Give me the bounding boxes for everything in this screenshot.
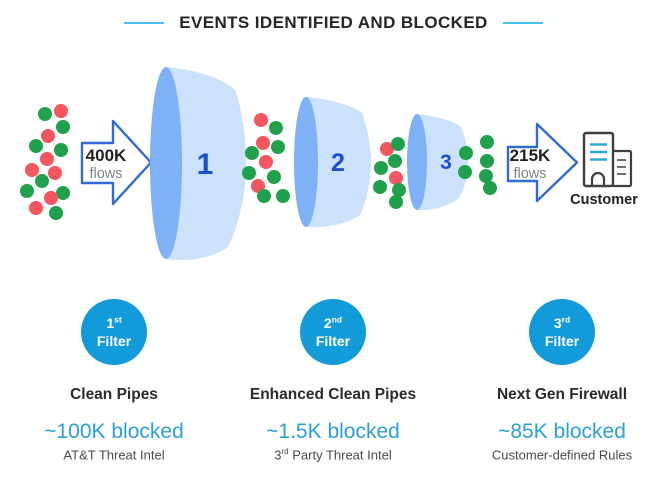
- green-traffic-dot: [20, 184, 34, 198]
- green-traffic-dot: [480, 154, 494, 168]
- green-traffic-dot: [373, 180, 387, 194]
- funnel-1: 1: [150, 67, 246, 260]
- dot-cluster-after-filter-1: [242, 113, 290, 203]
- red-traffic-dot: [54, 104, 68, 118]
- red-traffic-dot: [259, 155, 273, 169]
- green-traffic-dot: [271, 140, 285, 154]
- filter-2-blocked-count: ~1.5K blocked: [266, 420, 400, 443]
- filter-2-ordinal: 2nd: [323, 314, 343, 331]
- green-traffic-dot: [49, 206, 63, 220]
- filter-column-1: 1st Filter Clean Pipes ~100K blocked AT&…: [4, 299, 224, 462]
- funnel-2-mouth: [294, 97, 318, 227]
- filter-1-blocked-count: ~100K blocked: [44, 420, 184, 443]
- filter-1-ordinal: 1st: [106, 314, 122, 331]
- green-traffic-dot: [29, 139, 43, 153]
- funnel-3-mouth: [407, 114, 427, 210]
- output-arrow: 215K flows: [506, 122, 579, 203]
- input-arrow-unit: flows: [89, 166, 122, 182]
- filter-1-badge: 1st Filter: [81, 299, 147, 365]
- red-traffic-dot: [48, 166, 62, 180]
- input-arrow: 400K flows: [80, 119, 153, 206]
- filter-3-ordinal: 3rd: [553, 314, 571, 331]
- filter-column-3: 3rd Filter Next Gen Firewall ~85K blocke…: [452, 299, 667, 462]
- green-traffic-dot: [392, 183, 406, 197]
- input-arrow-value: 400K: [86, 146, 127, 165]
- funnel-2: 2: [294, 97, 371, 228]
- filter-2-badge-label: Filter: [315, 333, 351, 349]
- green-traffic-dot: [245, 146, 259, 160]
- green-traffic-dot: [257, 189, 271, 203]
- filter-3-blocked-count: ~85K blocked: [498, 420, 626, 443]
- green-traffic-dot: [459, 146, 473, 160]
- funnel-3-number: 3: [440, 151, 452, 174]
- red-traffic-dot: [389, 171, 403, 185]
- green-traffic-dot: [276, 189, 290, 203]
- page-title: EVENTS IDENTIFIED AND BLOCKED: [179, 13, 488, 32]
- green-traffic-dot: [54, 143, 68, 157]
- green-traffic-dot: [35, 174, 49, 188]
- red-traffic-dot: [256, 136, 270, 150]
- filter-column-2: 2nd Filter Enhanced Clean Pipes ~1.5K bl…: [223, 299, 443, 462]
- dot-cluster-after-filter-3: [458, 135, 497, 195]
- title-rule-left: [124, 22, 165, 24]
- filter-3-badge: 3rd Filter: [529, 299, 595, 365]
- output-arrow-shape: [506, 122, 579, 203]
- funnel-2-body: [306, 97, 371, 228]
- green-traffic-dot: [374, 161, 388, 175]
- red-traffic-dot: [380, 142, 394, 156]
- funnel-1-mouth: [150, 67, 182, 259]
- red-traffic-dot: [254, 113, 268, 127]
- input-arrow-shape: [80, 119, 153, 206]
- filter-1-name: Clean Pipes: [70, 386, 158, 403]
- green-traffic-dot: [56, 186, 70, 200]
- filter-3-source: Customer-defined Rules: [491, 447, 633, 463]
- green-traffic-dot: [458, 165, 472, 179]
- green-traffic-dot: [38, 107, 52, 121]
- funnel-3: 3: [407, 114, 468, 211]
- funnel-1-number: 1: [197, 148, 214, 181]
- green-traffic-dot: [391, 137, 405, 151]
- filter-3-name: Next Gen Firewall: [496, 386, 628, 403]
- funnel-2-number: 2: [331, 149, 345, 177]
- green-traffic-dot: [269, 121, 283, 135]
- filter-2-name: Enhanced Clean Pipes: [249, 386, 417, 403]
- green-traffic-dot: [267, 170, 281, 184]
- green-traffic-dot: [483, 181, 497, 195]
- filter-3-badge-label: Filter: [544, 333, 580, 349]
- dot-cluster-input-traffic: [20, 104, 70, 220]
- output-arrow-unit: flows: [513, 166, 546, 182]
- green-traffic-dot: [480, 135, 494, 149]
- green-traffic-dot: [389, 195, 403, 209]
- filter-1-badge-label: Filter: [96, 333, 132, 349]
- flow-diagram: 400K flows 215K flows 1 2 3: [20, 67, 638, 260]
- red-traffic-dot: [29, 201, 43, 215]
- green-traffic-dot: [479, 169, 493, 183]
- red-traffic-dot: [25, 163, 39, 177]
- red-traffic-dot: [40, 152, 54, 166]
- funnel-1-body: [166, 67, 246, 260]
- funnel-3-body: [417, 114, 468, 211]
- red-traffic-dot: [41, 129, 55, 143]
- output-arrow-value: 215K: [510, 146, 551, 165]
- building-icon: [582, 131, 633, 188]
- title-row: EVENTS IDENTIFIED AND BLOCKED: [0, 10, 667, 36]
- filter-2-badge: 2nd Filter: [300, 299, 366, 365]
- green-traffic-dot: [242, 166, 256, 180]
- customer-label: Customer: [570, 192, 638, 208]
- red-traffic-dot: [44, 191, 58, 205]
- filter-1-source: AT&T Threat Intel: [63, 447, 165, 463]
- green-traffic-dot: [388, 154, 402, 168]
- title-rule-right: [502, 22, 543, 24]
- green-traffic-dot: [56, 120, 70, 134]
- dots-layer: [20, 104, 497, 220]
- filter-2-source: 3rd Party Threat Intel: [274, 447, 392, 463]
- dot-cluster-after-filter-2: [373, 137, 406, 209]
